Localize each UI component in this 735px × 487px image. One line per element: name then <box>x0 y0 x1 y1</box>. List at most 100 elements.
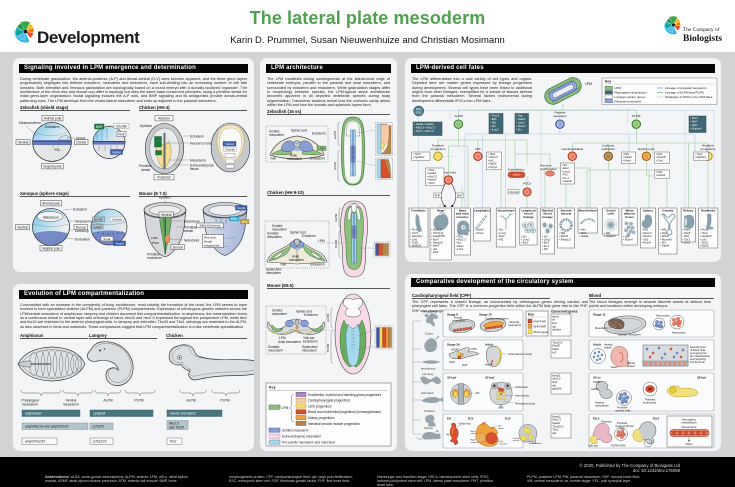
svg-text:• Wt1: • Wt1 <box>642 228 649 232</box>
svg-text:• Prrx1: • Prrx1 <box>700 228 709 232</box>
svg-text:β-cat: β-cat <box>104 237 111 241</box>
svg-text:Dorsal: Dorsal <box>454 316 462 320</box>
svg-text:mesoderm: mesoderm <box>508 323 522 327</box>
svg-text:• Wt1: • Wt1 <box>682 234 689 238</box>
svg-text:Ectoderm: Ectoderm <box>312 132 326 136</box>
svg-text:• Tbx4: • Tbx4 <box>695 152 703 156</box>
svg-text:• Lmo2: • Lmo2 <box>516 121 525 125</box>
svg-text:• Tbx5 • miR-1/d: • Tbx5 • miR-1/d <box>414 129 434 133</box>
svg-text:Wnt and: Wnt and <box>204 236 216 240</box>
svg-text:White: White <box>625 208 633 212</box>
svg-text:• Gata4 • Hand2: • Gata4 • Hand2 <box>414 122 434 126</box>
svg-text:Animal pole: Animal pole <box>44 117 62 121</box>
svg-text:Ectoderm: Ectoderm <box>190 134 204 138</box>
svg-text:Mesoderm: Mesoderm <box>190 158 206 162</box>
svg-text:Lamprey: Lamprey <box>422 372 434 376</box>
svg-text:• Nkx2.5 • Nkx2.3: • Nkx2.5 • Nkx2.3 <box>414 126 435 130</box>
svg-text:blood: blood <box>544 212 552 216</box>
svg-text:• Wt1: • Wt1 <box>623 152 630 156</box>
svg-text:HSCs: HSCs <box>685 442 693 446</box>
svg-text:cells: cells <box>619 427 625 431</box>
svg-text:mesoderm: mesoderm <box>452 318 466 322</box>
svg-text:Conserved genes: Conserved genes <box>551 310 578 314</box>
svg-text:mesoderm: mesoderm <box>266 271 281 275</box>
svg-text:vasculature: vasculature <box>595 403 609 407</box>
svg-text:• Etv2: • Etv2 <box>542 241 550 245</box>
svg-text:LjTbx20: LjTbx20 <box>93 425 105 429</box>
svg-text:Cranial: Cranial <box>513 437 520 440</box>
svg-text:• Gata4: • Gata4 <box>579 234 589 238</box>
svg-text:Hemogenic: Hemogenic <box>682 418 697 422</box>
svg-text:mesoderm: mesoderm <box>289 258 304 262</box>
svg-text:• Nr5a1: • Nr5a1 <box>660 234 670 238</box>
svg-text:isl1: isl1 <box>552 383 557 387</box>
svg-text:• Pu.1: • Pu.1 <box>542 244 550 248</box>
svg-text:FHP: FHP <box>462 363 468 367</box>
svg-text:• Etv2: • Etv2 <box>562 166 570 170</box>
svg-text:Nodal: Nodal <box>116 242 124 246</box>
svg-text:• Lmo2: • Lmo2 <box>490 127 499 131</box>
svg-text:antagonists: antagonists <box>204 243 220 247</box>
svg-text:• Wt1: • Wt1 <box>656 170 663 174</box>
svg-text:E12: E12 <box>468 417 474 421</box>
svg-text:aLPM: aLPM <box>333 131 337 139</box>
svg-text:mesoderm: mesoderm <box>267 235 282 239</box>
svg-text:• Scl: • Scl <box>498 228 504 232</box>
svg-text:Ventral: Ventral <box>161 213 172 217</box>
svg-text:20 ss: 20 ss <box>593 376 601 380</box>
svg-text:ventricle: ventricle <box>471 441 480 444</box>
svg-text:tissue: tissue <box>190 167 199 171</box>
svg-text:SHP: SHP <box>449 360 455 364</box>
svg-text:of blood cells: of blood cells <box>690 348 706 352</box>
svg-text:muscle: muscle <box>561 212 572 216</box>
svg-text:Zebrafish: Zebrafish <box>421 391 434 395</box>
svg-text:RV: RV <box>446 435 450 437</box>
svg-text:Key: Key <box>528 313 534 317</box>
svg-text:Dorsal aorta: Dorsal aorta <box>682 425 697 429</box>
svg-text:Yolk: Yolk <box>280 263 286 267</box>
svg-text:Hand: Hand <box>552 347 559 351</box>
svg-text:• Wt1: • Wt1 <box>579 228 586 232</box>
svg-text:PLPM: PLPM <box>593 380 601 384</box>
svg-text:Cardiac mesoderm: Cardiac mesoderm <box>485 317 509 321</box>
svg-text:Mesoderm: Mesoderm <box>184 219 200 223</box>
svg-text:Wnt: Wnt <box>242 220 248 224</box>
svg-text:36 hpf: 36 hpf <box>697 376 707 380</box>
svg-text:BCNE: BCNE <box>94 218 102 222</box>
svg-text:PXM: PXM <box>152 241 159 245</box>
svg-text:Paraxial: Paraxial <box>554 111 565 115</box>
svg-text:• Tcf21: • Tcf21 <box>700 241 709 245</box>
svg-text:Yolk: Yolk <box>270 157 276 161</box>
svg-text:Gonads: Gonads <box>662 208 673 212</box>
svg-text:Axial: Axial <box>292 255 299 259</box>
svg-text:the mesectoderm: the mesectoderm <box>690 354 710 358</box>
svg-text:Epiblast: Epiblast <box>140 124 152 128</box>
svg-text:• Nkx2.3: • Nkx2.3 <box>456 238 467 242</box>
svg-text:• Tbx1: • Tbx1 <box>456 234 464 238</box>
svg-text:Ventral: Ventral <box>604 343 613 347</box>
svg-text:Head muscles: Head muscles <box>515 395 530 397</box>
svg-text:Endothelial, myeloid and hatch: Endothelial, myeloid and hatching gland … <box>308 393 382 397</box>
svg-text:• Fgf8/10: • Fgf8/10 <box>410 244 421 248</box>
svg-text:ALPM: ALPM <box>103 399 112 403</box>
svg-text:Posterior: Posterior <box>157 176 171 180</box>
svg-text:Cardiopharyngeal progenitors: Cardiopharyngeal progenitors <box>308 399 350 403</box>
svg-text:• Scl: • Scl <box>521 234 527 238</box>
svg-text:lineage: lineage <box>523 215 534 219</box>
svg-text:Stage 11: Stage 11 <box>593 313 606 317</box>
svg-text:into the lumb: into the lumb <box>690 360 705 364</box>
svg-text:• Gata2: • Gata2 <box>516 117 526 121</box>
svg-text:Mesendoderm: Mesendoderm <box>19 121 41 125</box>
svg-text:• Pitx2: • Pitx2 <box>690 116 698 120</box>
svg-text:Mouse: Mouse <box>424 426 433 430</box>
svg-text:Mesoderm: Mesoderm <box>595 326 608 330</box>
svg-text:Chordin: Chordin <box>112 218 123 222</box>
svg-text:PLPM: PLPM <box>220 399 229 403</box>
svg-text:• Hand: • Hand <box>623 158 632 162</box>
svg-text:CPF: CPF <box>475 147 481 151</box>
svg-text:• Hand2(-): • Hand2(-) <box>410 234 422 238</box>
svg-text:• Nkx2.5: • Nkx2.5 <box>431 228 442 232</box>
svg-text:Primitive: Primitive <box>139 164 152 168</box>
svg-text:Hindlimb: Hindlimb <box>702 144 714 148</box>
svg-text:• Lmo2: • Lmo2 <box>521 238 530 242</box>
